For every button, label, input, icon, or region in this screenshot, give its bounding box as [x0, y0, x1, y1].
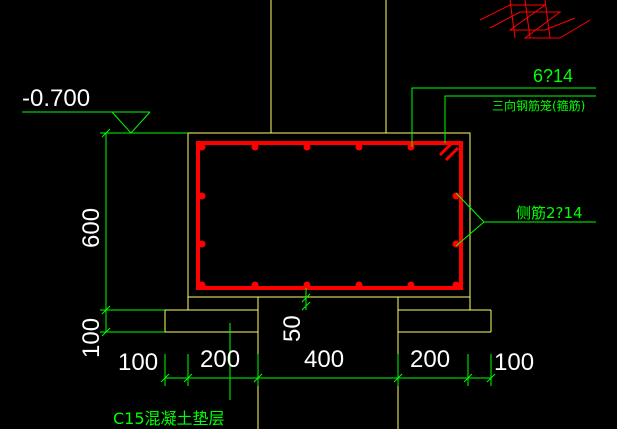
rebar-dot: [198, 143, 206, 151]
rebar-dot: [251, 281, 259, 289]
hatch-symbol-icon: [479, 0, 591, 39]
height-cushion-label: 100: [78, 318, 105, 358]
annotation-leaders: [229, 87, 596, 400]
top-bar-count-label: 6?14: [533, 66, 573, 86]
width-label-4: 200: [410, 346, 450, 373]
cushion-layer-outline: [164, 296, 492, 333]
cover-dimension: [301, 288, 311, 311]
rebar-dot: [407, 143, 415, 151]
width-label-1: 100: [118, 349, 158, 376]
vertical-dimension: [100, 128, 165, 337]
height-main-label: 600: [78, 208, 105, 248]
width-label-5: 100: [494, 349, 534, 376]
width-label-3: 400: [304, 346, 344, 373]
rebar-dot: [355, 281, 363, 289]
width-label-2: 200: [200, 346, 240, 373]
cover-label: 50: [279, 315, 306, 342]
stirrup-hook-icon: [438, 141, 460, 162]
cushion-label: C15混凝土垫层: [113, 409, 225, 428]
stirrup-label: 三向钢筋笼(箍筋): [492, 98, 585, 113]
rebar-dot: [198, 281, 206, 289]
side-bar-label: 侧筋2?14: [516, 204, 583, 222]
elevation-marker: [22, 111, 188, 134]
rebar-dot: [198, 192, 206, 200]
rebar-dot: [251, 143, 259, 151]
rebar-dot: [355, 143, 363, 151]
horizontal-dimension: [160, 354, 496, 386]
rebar-stirrup: [196, 141, 463, 290]
rebar-dot: [303, 281, 311, 289]
rebar-dots: [198, 143, 460, 289]
rebar-dot: [452, 240, 460, 248]
column-outline: [270, 0, 387, 133]
elevation-label: -0.700: [22, 85, 90, 112]
rebar-dot: [407, 281, 415, 289]
rebar-dot: [452, 281, 460, 289]
rebar-dot: [198, 240, 206, 248]
foundation-beam-outline: [187, 132, 471, 298]
rebar-dot: [303, 143, 311, 151]
